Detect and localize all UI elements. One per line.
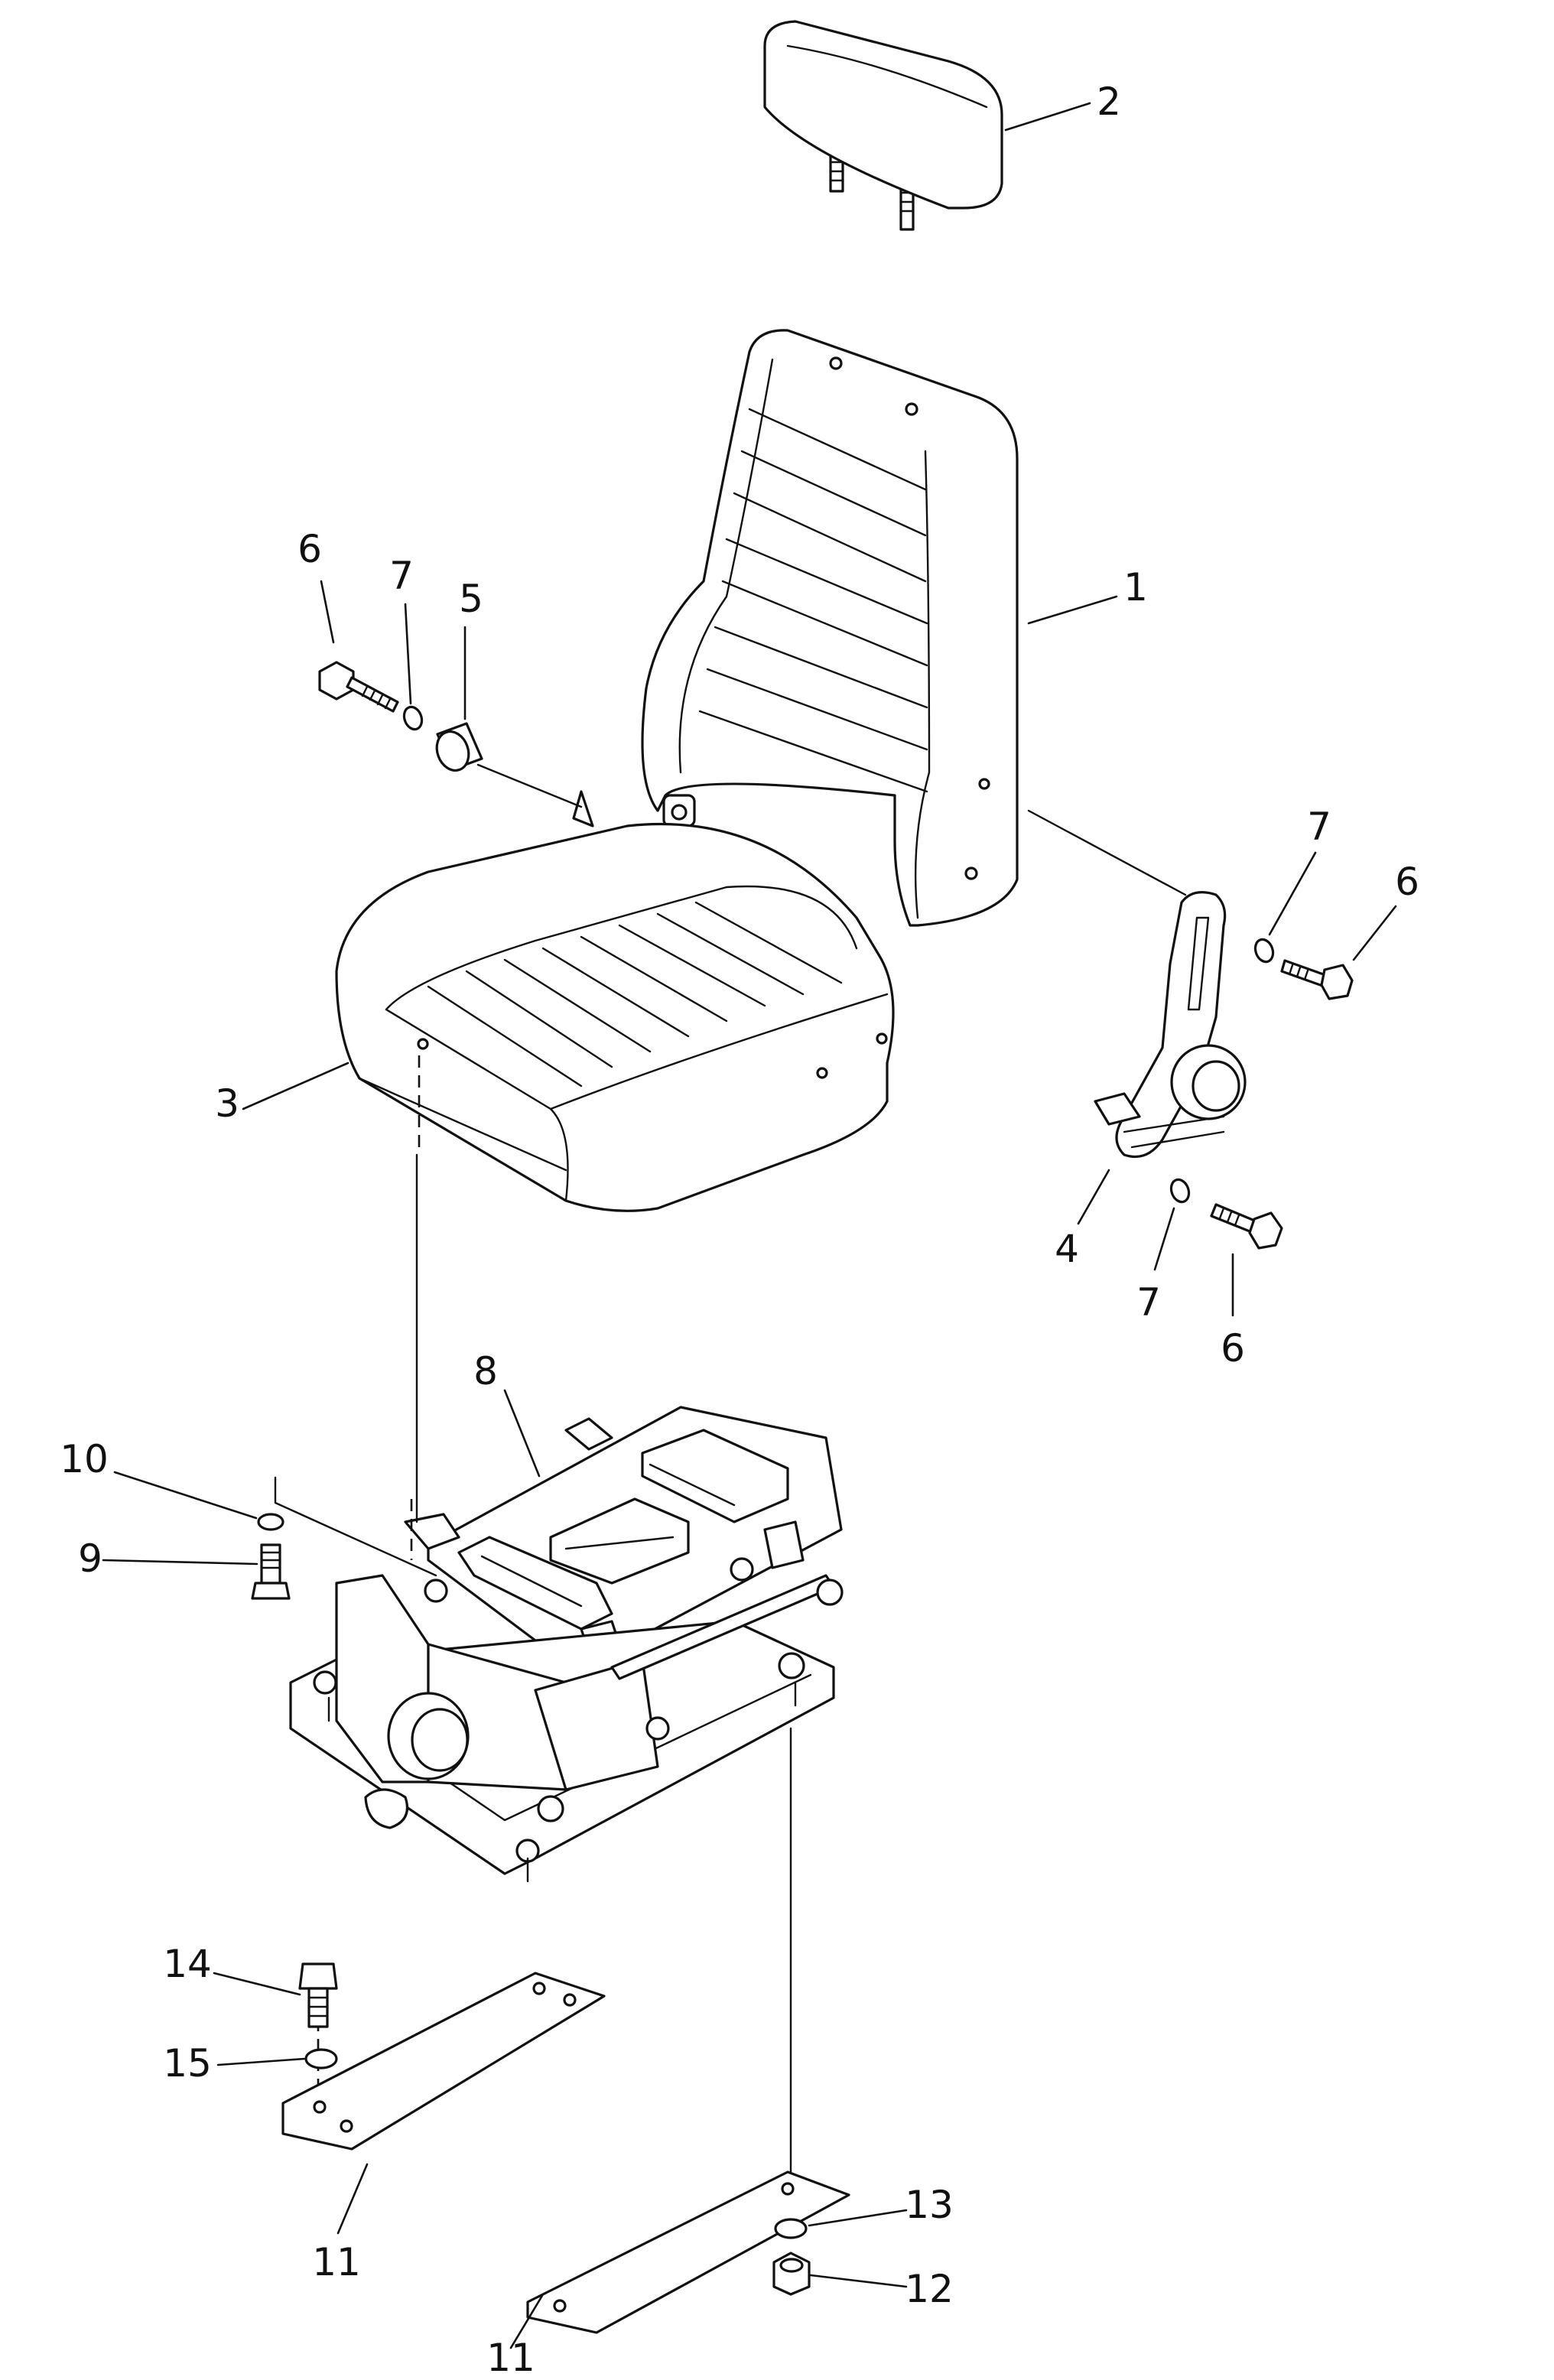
label-bolt-suspension: 9 (78, 1536, 102, 1581)
headrest-part (763, 20, 1003, 231)
label-bolt-lower-right: 6 (1221, 1326, 1245, 1370)
bolt-plate-part (298, 1962, 338, 2028)
label-washer-suspension: 10 (60, 1437, 109, 1481)
label-bolt-upper-left: 6 (297, 527, 322, 571)
label-bolt-plate: 14 (163, 1942, 212, 1986)
plate-left-part (281, 1972, 606, 2151)
recliner-bracket-part (1094, 891, 1247, 1159)
label-plate-left: 11 (312, 2240, 361, 2284)
washer-plate-part (304, 2048, 338, 2069)
suspension-part (289, 1406, 844, 1883)
washer-suspension-part (257, 1476, 437, 1577)
label-washer-upper-right: 7 (1307, 805, 1331, 849)
bolt-suspension-part (251, 1543, 291, 1600)
bolt-upper-right-part (1280, 959, 1354, 1000)
callout-labels: 2 1 6 7 5 3 7 6 4 7 6 8 10 9 14 15 11 11… (60, 80, 1419, 2380)
washer-lower-right-part (1169, 1178, 1191, 1204)
label-washer-lower-right: 7 (1136, 1280, 1161, 1325)
label-nut: 12 (905, 2267, 954, 2311)
plate-right-part (526, 2170, 850, 2334)
seat-cushion-part (335, 790, 895, 1212)
washer-nut-part (774, 2218, 808, 2239)
nut-part (772, 2252, 811, 2296)
washer-upper-right-part (1253, 938, 1275, 964)
washer-upper-left-part (402, 705, 424, 731)
label-plate-right: 11 (486, 2336, 535, 2380)
leader-lines (102, 102, 1397, 2349)
label-backrest: 1 (1123, 565, 1148, 610)
label-washer-plate: 15 (163, 2041, 212, 2086)
bolt-lower-right-part (1210, 1203, 1283, 1250)
label-washer-nut: 13 (905, 2183, 954, 2227)
collar-part (435, 722, 483, 772)
label-seat-cushion: 3 (215, 1081, 239, 1126)
bolt-upper-left-part (318, 661, 399, 713)
label-headrest: 2 (1097, 80, 1121, 124)
label-recliner-bracket: 4 (1055, 1227, 1079, 1271)
label-suspension: 8 (473, 1349, 498, 1393)
label-washer-upper-left: 7 (389, 554, 414, 598)
backrest-part (641, 329, 1019, 927)
label-bolt-upper-right: 6 (1395, 860, 1419, 904)
label-collar: 5 (459, 577, 483, 621)
